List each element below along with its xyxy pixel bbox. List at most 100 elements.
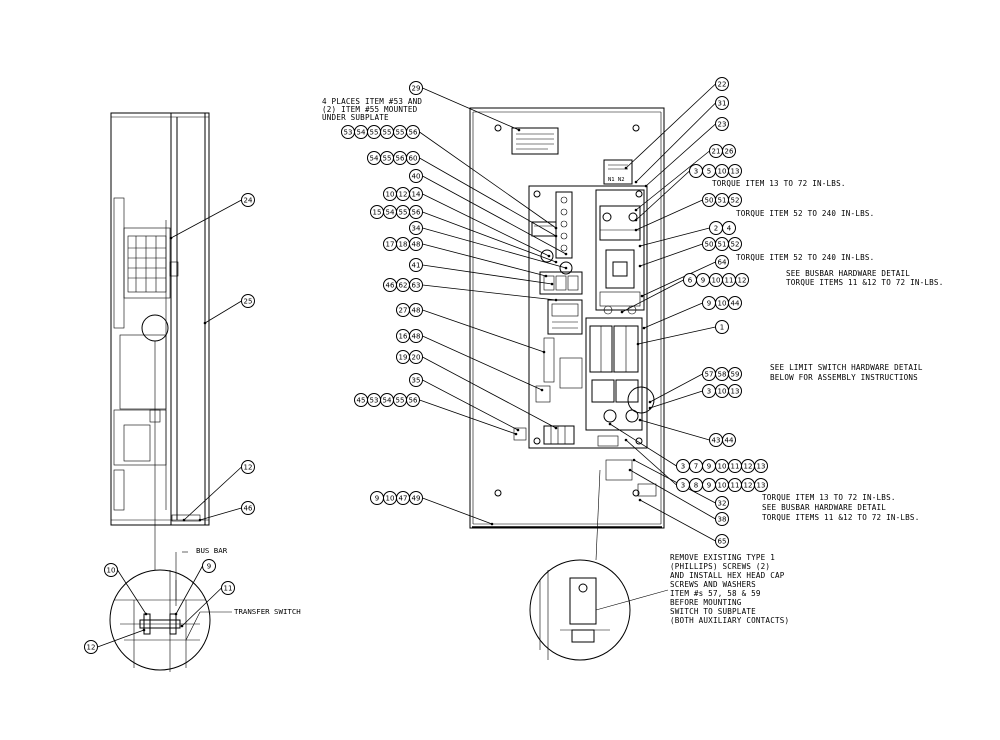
balloon-circle (241, 501, 255, 515)
balloon-circle (409, 258, 423, 272)
balloon-number: 5 (707, 168, 711, 176)
balloon-number: 31 (718, 100, 727, 108)
balloon-number: 17 (386, 241, 395, 249)
leader-line (609, 423, 677, 467)
leader-dot (564, 266, 568, 270)
balloon-circle (406, 125, 420, 139)
leader-dot (608, 422, 612, 426)
leader-line (422, 309, 545, 353)
leader-dot (547, 254, 551, 258)
balloon-det-9: 9 (202, 559, 216, 573)
leader-dot (634, 208, 638, 212)
balloon-number: 10 (107, 567, 116, 575)
leader-dot (638, 418, 642, 422)
balloon-number: 55 (396, 129, 405, 137)
balloon-number: 3 (694, 168, 698, 176)
note-remove-5: ITEM #s 57, 58 & 59 (670, 589, 761, 598)
note-torque-52-b: TORQUE ITEM 52 TO 240 IN-LBS. (736, 253, 874, 262)
balloon-number: 49 (412, 495, 421, 503)
balloon-number: 56 (409, 129, 418, 137)
leader-line (625, 83, 716, 169)
leader-line (422, 193, 550, 257)
balloon-circle (406, 151, 420, 165)
leader-line (419, 131, 557, 229)
leader-lines (97, 83, 716, 648)
leader-line (422, 243, 547, 277)
balloon-number: 53 (370, 397, 379, 405)
balloon-circle (221, 581, 235, 595)
leader-line (639, 499, 716, 542)
balloon-circle (409, 81, 423, 95)
balloon-number: 41 (412, 262, 421, 270)
balloon-number: 19 (399, 354, 408, 362)
balloon-number: 26 (725, 148, 734, 156)
leader-dot (644, 184, 648, 188)
balloon-number: 53 (344, 129, 353, 137)
note-remove-2: (PHILLIPS) SCREWS (2) (670, 562, 770, 571)
balloon-circle (241, 193, 255, 207)
leader-line (625, 439, 677, 486)
balloon-side-46: 46 (241, 501, 255, 515)
balloon-number: 51 (718, 241, 727, 249)
balloon-circle (715, 77, 729, 91)
leader-line (183, 466, 242, 521)
leader-line (181, 587, 222, 627)
leader-dot (554, 226, 558, 230)
balloon-number: 65 (718, 538, 727, 546)
balloon-circle (202, 559, 216, 573)
balloon-circle (728, 237, 742, 251)
leader-line (633, 459, 716, 504)
balloon-number: 55 (399, 209, 408, 217)
balloon-number: 22 (718, 81, 727, 89)
balloon-number: 13 (731, 388, 740, 396)
leader-line (204, 300, 242, 324)
balloon-number: 56 (412, 209, 421, 217)
balloon-number: 9 (375, 495, 379, 503)
leader-dot (550, 282, 554, 286)
balloon-number: 38 (718, 516, 727, 524)
balloon-number: 11 (731, 463, 740, 471)
balloon-number: 60 (409, 155, 418, 163)
balloon-number: 12 (87, 644, 96, 652)
leader-dot (514, 432, 518, 436)
leader-line (635, 199, 703, 231)
balloon-number: 12 (244, 464, 253, 472)
leader-line (422, 284, 557, 301)
balloon-number: 57 (705, 371, 714, 379)
balloon-circle (715, 320, 729, 334)
leader-dot (564, 252, 568, 256)
note-busbar-a-1: SEE BUSBAR HARDWARE DETAIL (786, 269, 910, 278)
leader-line (645, 123, 716, 187)
balloon-circle (104, 563, 118, 577)
leader-dot (620, 310, 624, 314)
leader-line (422, 211, 557, 263)
leader-line (422, 497, 493, 525)
balloon-number: 4 (727, 225, 732, 233)
balloon-number: 10 (386, 191, 395, 199)
balloon-number: 27 (399, 307, 408, 315)
balloon-circle (409, 278, 423, 292)
leader-dot (624, 438, 628, 442)
leader-dot (632, 458, 636, 462)
balloon-circle (735, 273, 749, 287)
balloon-circle (406, 393, 420, 407)
leader-line (649, 390, 703, 409)
leader-dot (648, 406, 652, 410)
leader-dot (634, 180, 638, 184)
balloon-number: 16 (399, 333, 408, 341)
note-limit-1: SEE LIMIT SWITCH HARDWARE DETAIL (770, 363, 923, 372)
balloon-circle (409, 329, 423, 343)
note-remove-8: (BOTH AUXILIARY CONTACTS) (670, 616, 789, 625)
balloon-number: 46 (244, 505, 253, 513)
balloon-number: 11 (224, 585, 233, 593)
balloon-number: 46 (386, 282, 395, 290)
leader-line (643, 302, 703, 329)
balloon-circle (715, 512, 729, 526)
balloon-b-65: 65 (715, 534, 729, 548)
